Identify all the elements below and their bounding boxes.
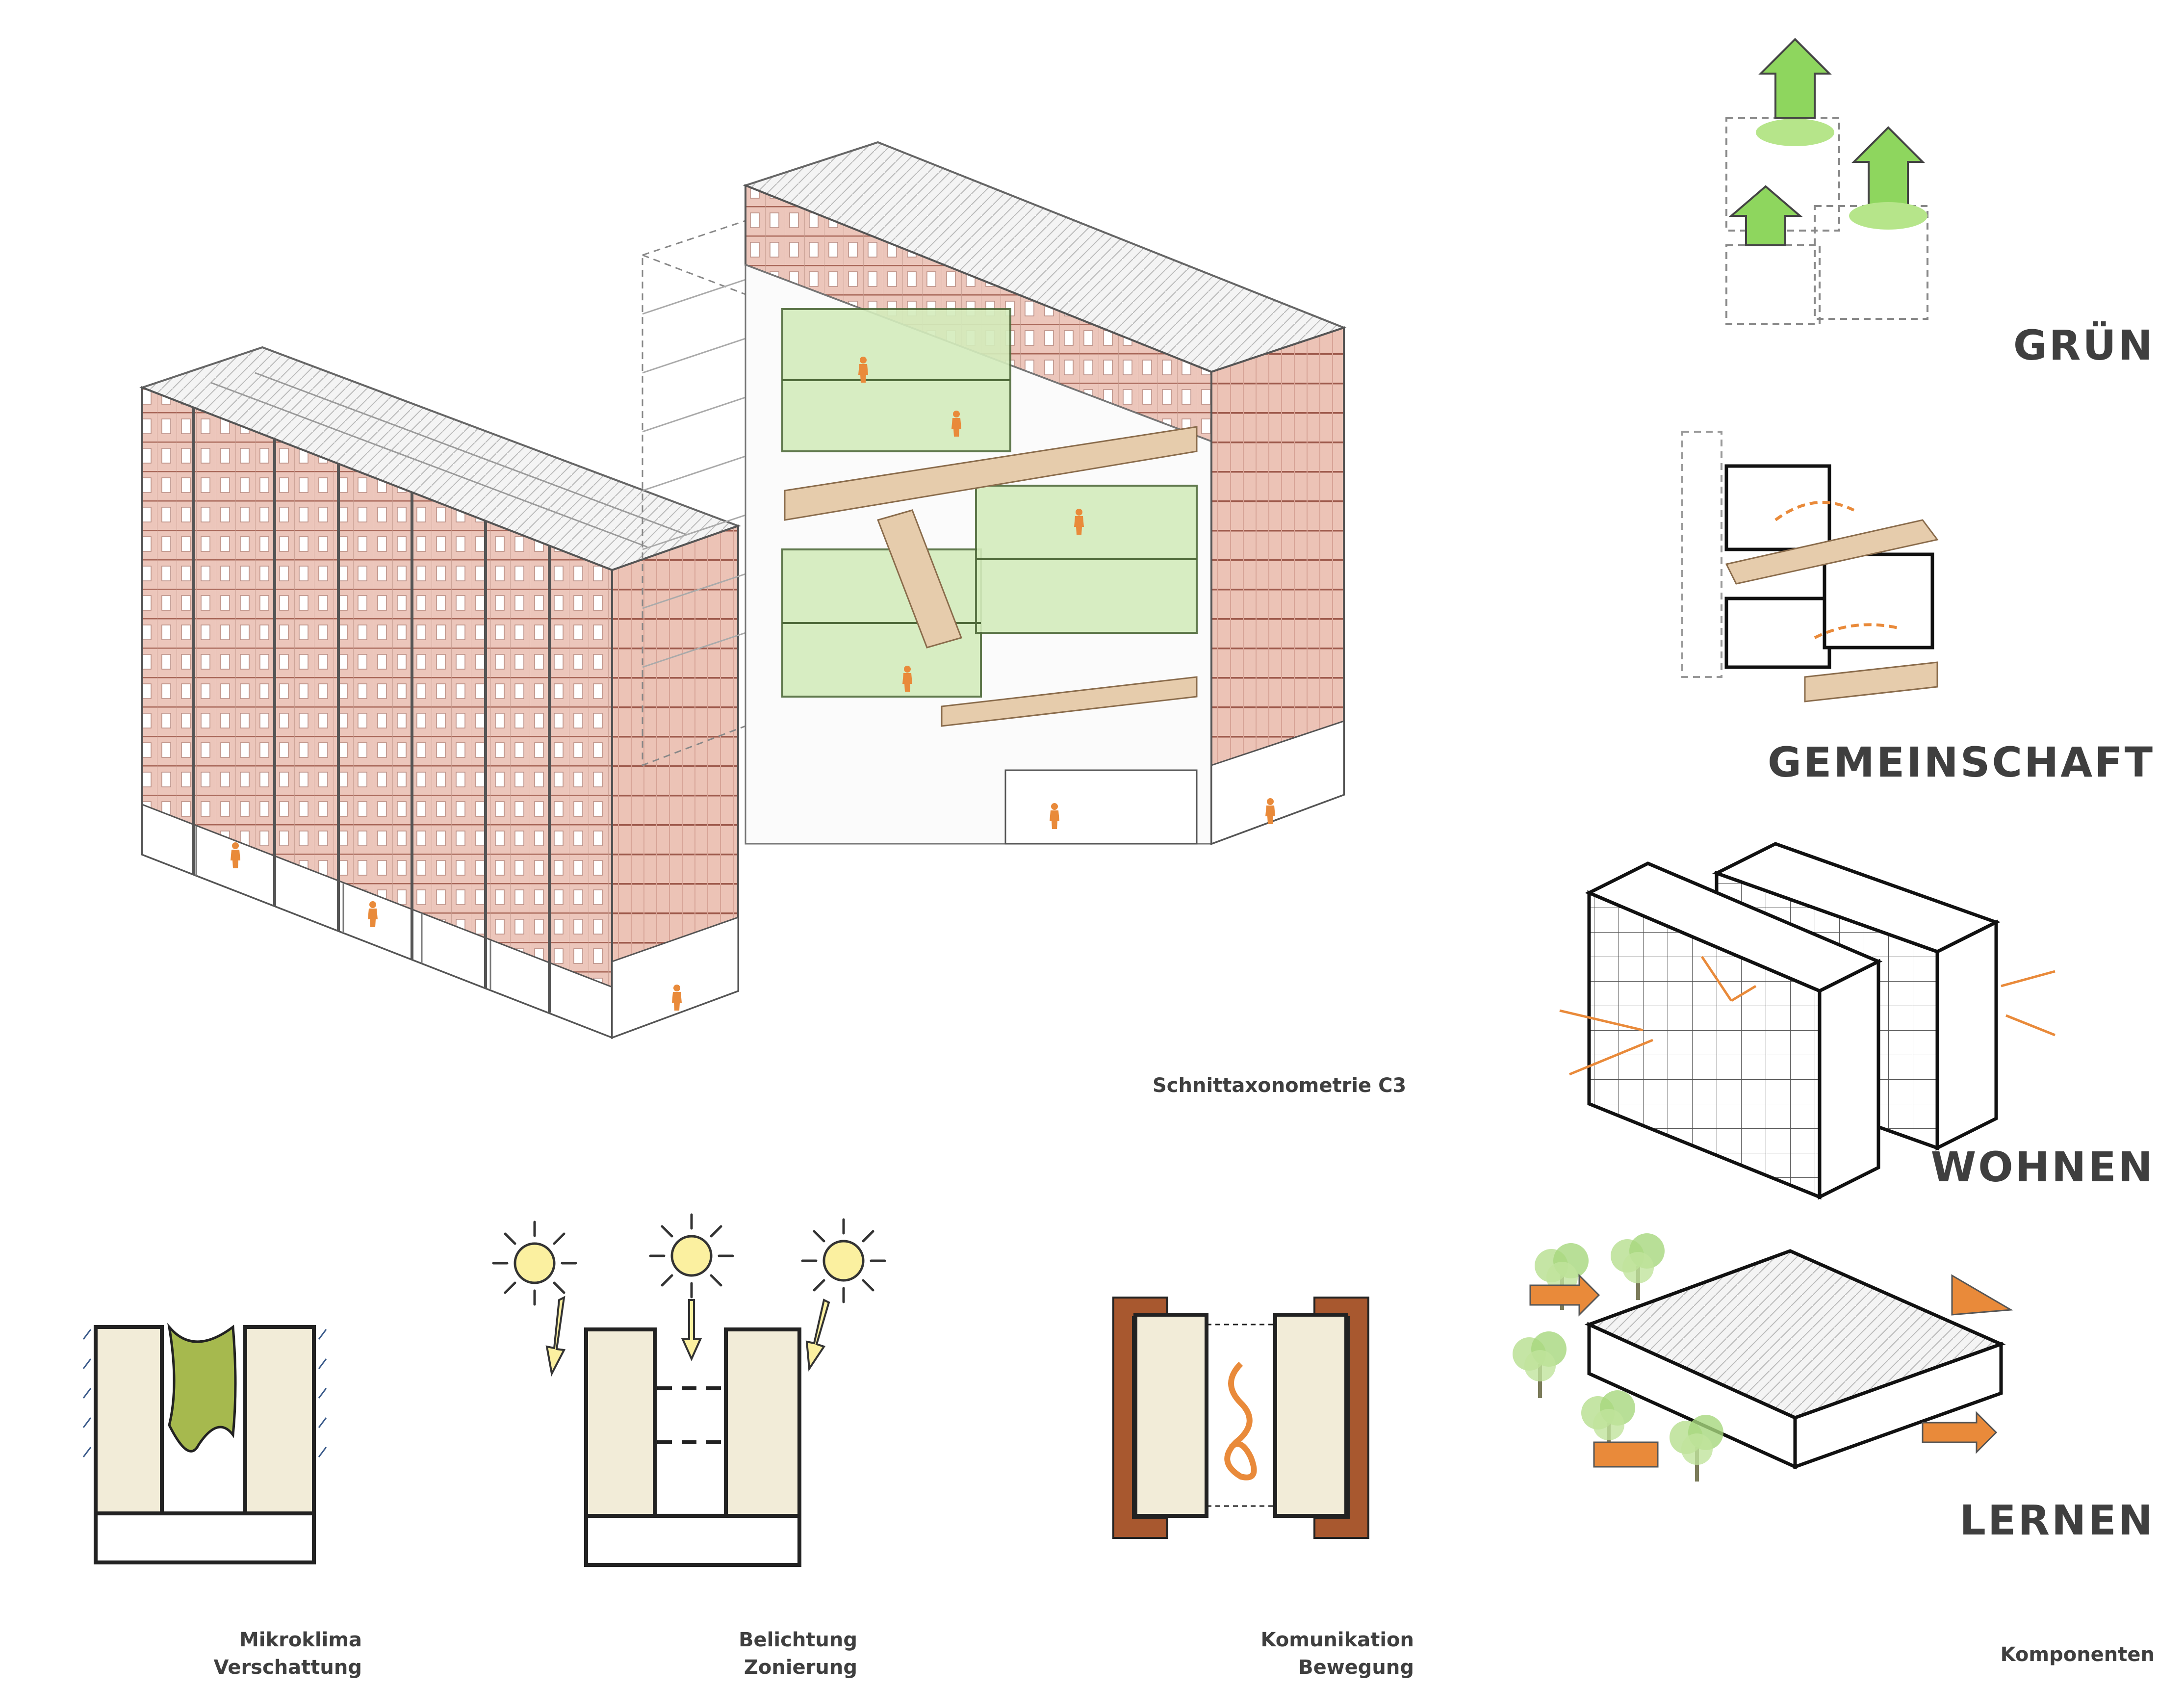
arrow-up-icon xyxy=(1728,185,1803,246)
caption-belichtung: Belichtung Zonierung xyxy=(739,1626,857,1681)
tree-icon xyxy=(1611,1233,1665,1300)
wohnen-illustration xyxy=(1559,842,2056,1200)
arrow-up-icon xyxy=(1758,38,1832,119)
label-gruen: GRÜN xyxy=(2013,321,2155,369)
sun-icon xyxy=(802,1220,885,1302)
left-building xyxy=(139,346,741,1039)
label-gemeinschaft: GEMEINSCHAFT xyxy=(1768,738,2155,786)
caption-components: Komponenten xyxy=(2000,1643,2155,1666)
mikroklima-sketch xyxy=(82,1323,327,1564)
caption-mikroklima-line2: Verschattung xyxy=(213,1656,362,1679)
lernen-illustration xyxy=(1513,1233,2013,1482)
gemeinschaft-illustration xyxy=(1681,431,1939,702)
label-lernen: LERNEN xyxy=(1959,1496,2155,1544)
tree-icon xyxy=(1670,1415,1723,1482)
belichtung-sketch xyxy=(493,1215,885,1567)
caption-kommunikation-line1: Komunikation xyxy=(1260,1629,1414,1651)
section-building xyxy=(642,141,1347,845)
label-wohnen: WOHNEN xyxy=(1930,1143,2155,1191)
caption-mikroklima: Mikroklima Verschattung xyxy=(214,1626,362,1681)
caption-belichtung-line2: Zonierung xyxy=(744,1656,857,1679)
arrow-up-icon xyxy=(1851,126,1925,207)
caption-axonometry: Schnittaxonometrie C3 xyxy=(1153,1074,1407,1097)
gruen-illustration xyxy=(1725,38,1928,325)
caption-belichtung-line1: Belichtung xyxy=(739,1629,857,1651)
tree-icon xyxy=(1513,1331,1567,1398)
caption-kommunikation: Komunikation Bewegung xyxy=(1261,1626,1414,1681)
caption-kommunikation-line2: Bewegung xyxy=(1298,1656,1414,1679)
sun-icon xyxy=(493,1222,576,1304)
sun-icon xyxy=(650,1215,733,1297)
caption-mikroklima-line1: Mikroklima xyxy=(239,1629,362,1651)
kommunikation-sketch xyxy=(1112,1297,1369,1539)
